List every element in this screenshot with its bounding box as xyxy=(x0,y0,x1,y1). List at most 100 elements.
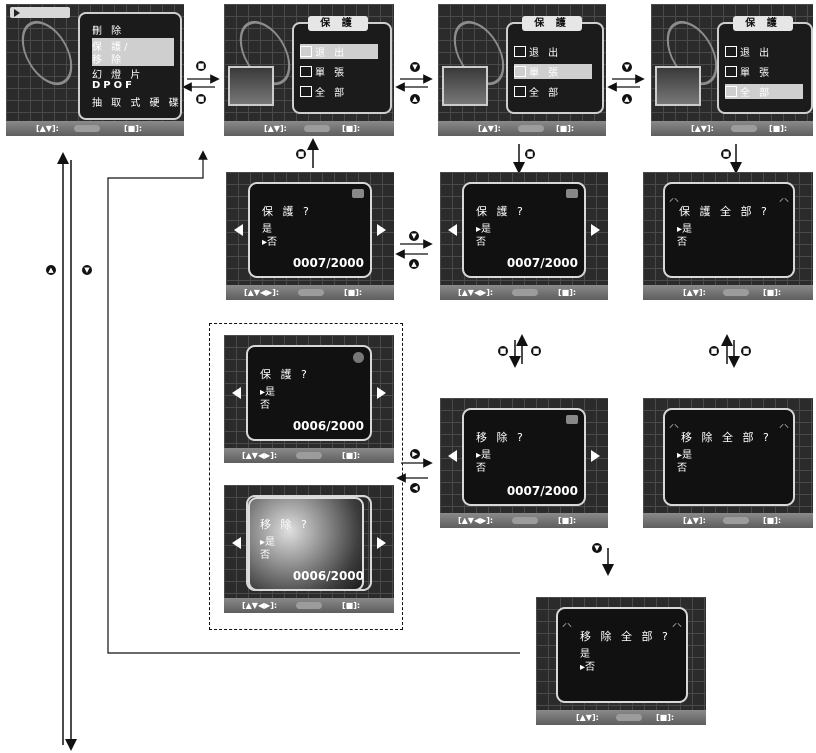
sparkle-icon: ⸝⸜ xyxy=(779,416,789,430)
bar-nav-label: [▲▼]: xyxy=(683,513,706,528)
protect-menu-single[interactable]: 單 張 xyxy=(514,64,592,79)
sparkle-icon: ⸝⸜ xyxy=(669,416,679,430)
remove-all-dialog: ⸝⸜ ⸝⸜ 移 除 全 部 ? ▸是 否 xyxy=(663,408,795,506)
dialog-title: 保 護 ? xyxy=(476,203,526,219)
previous-arrow-icon[interactable] xyxy=(232,387,241,399)
sparkle-icon: ⸝⸜ xyxy=(672,615,682,629)
option-no[interactable]: ▸否 xyxy=(262,233,277,248)
previous-arrow-icon[interactable] xyxy=(234,224,243,236)
option-no[interactable]: 否 xyxy=(476,233,486,248)
camera-icon xyxy=(566,189,578,198)
bar-indicator xyxy=(512,517,538,524)
photo-thumbnail xyxy=(228,66,274,106)
bar-ok-label: [■]: xyxy=(558,513,576,528)
protect-menu-all[interactable]: 全 部 xyxy=(300,84,347,99)
protect-menu-single[interactable]: 單 張 xyxy=(725,64,772,79)
left-button-icon: ◀ xyxy=(410,483,420,493)
main-menu-screen: 刪 除 保 護/ 移 除 幻 燈 片 DPOF 抽 取 式 硬 碟 [▲▼]: … xyxy=(6,4,184,136)
bar-indicator xyxy=(512,289,538,296)
bar-nav-label: [▲▼]: xyxy=(478,121,501,136)
dialog-title: 保 護 ? xyxy=(260,366,310,382)
protect-menu-all[interactable]: 全 部 xyxy=(725,84,803,99)
bar-ok-label: [■]: xyxy=(558,285,576,300)
photo-thumbnail xyxy=(655,66,701,106)
sparkle-icon: ⸝⸜ xyxy=(779,190,789,204)
all-icon xyxy=(725,86,737,97)
protect-menu-screen-exit: 保 護 退 出 單 張 全 部 [▲▼]:[■]: xyxy=(224,4,394,136)
option-no[interactable]: 否 xyxy=(677,459,687,474)
option-no[interactable]: 否 xyxy=(260,546,270,561)
image-counter: 0007/2000 xyxy=(293,256,364,270)
bar-nav-label: [▲▼]: xyxy=(683,285,706,300)
bar-ok-label: [■]: xyxy=(556,121,574,136)
bar-indicator xyxy=(731,125,757,132)
protect-menu-all[interactable]: 全 部 xyxy=(514,84,561,99)
exit-icon xyxy=(725,46,737,57)
protect-menu-screen-single: 保 護 退 出 單 張 全 部 [▲▼]: [■]: xyxy=(438,4,606,136)
protect-confirm-screen-no: 保 護 ? 是 ▸否 0007/2000 [▲▼◀▶]:[■]: xyxy=(226,172,394,300)
bar-ok-label: [■]: xyxy=(763,513,781,528)
menu-item-delete[interactable]: 刪 除 xyxy=(92,22,124,37)
up-button-icon: ▲ xyxy=(622,94,632,104)
control-bar: [▲▼]: [■]: xyxy=(438,121,606,136)
protect-still-screen: 保 護 ? ▸是 否 0006/2000 [▲▼◀▶]:[■]: xyxy=(224,335,394,463)
bar-ok-label: [■]: xyxy=(656,710,674,725)
protect-menu-title: 保 護 xyxy=(522,16,582,31)
up-button-icon: ▲ xyxy=(409,259,419,269)
bar-indicator xyxy=(296,452,322,459)
ok-button-icon: ■ xyxy=(741,346,751,356)
down-button-icon: ▼ xyxy=(409,231,419,241)
next-arrow-icon[interactable] xyxy=(377,387,386,399)
bar-nav-label: [▲▼◀▶]: xyxy=(242,448,277,463)
sparkle-icon: ⸝⸜ xyxy=(669,190,679,204)
option-no[interactable]: 否 xyxy=(260,396,270,411)
option-no[interactable]: 否 xyxy=(677,233,687,248)
ok-button-icon: ■ xyxy=(721,149,731,159)
control-bar: [▲▼◀▶]:[■]: xyxy=(224,598,394,613)
next-arrow-icon[interactable] xyxy=(591,450,600,462)
ok-button-icon: ■ xyxy=(196,61,206,71)
previous-arrow-icon[interactable] xyxy=(448,224,457,236)
option-no[interactable]: ▸否 xyxy=(580,658,595,673)
image-counter: 0007/2000 xyxy=(507,256,578,270)
remove-dialog: 移 除 ? ▸是 否 0006/2000 xyxy=(246,495,372,591)
next-arrow-icon[interactable] xyxy=(377,224,386,236)
menu-item-slideshow[interactable]: 幻 燈 片 xyxy=(92,66,143,81)
previous-arrow-icon[interactable] xyxy=(448,450,457,462)
menu-item-remove[interactable]: 移 除 xyxy=(92,51,174,66)
all-icon xyxy=(300,86,312,97)
protect-menu-exit[interactable]: 退 出 xyxy=(300,44,378,59)
single-icon xyxy=(725,66,737,77)
menu-item-dpof[interactable]: DPOF xyxy=(92,80,135,91)
protect-dialog: 保 護 ? ▸是 否 0007/2000 xyxy=(462,182,586,278)
bar-indicator xyxy=(74,125,100,132)
dialog-title: 移 除 全 部 ? xyxy=(580,628,671,644)
protect-menu-exit[interactable]: 退 出 xyxy=(514,44,561,59)
remove-dialog: 移 除 ? ▸是 否 0007/2000 xyxy=(462,408,586,506)
next-arrow-icon[interactable] xyxy=(591,224,600,236)
control-bar: [▲▼◀▶]:[■]: xyxy=(226,285,394,300)
image-counter: 0006/2000 xyxy=(293,569,364,583)
next-arrow-icon[interactable] xyxy=(377,537,386,549)
protect-menu-single[interactable]: 單 張 xyxy=(300,64,347,79)
menu-item-removable-disk[interactable]: 抽 取 式 硬 碟 xyxy=(92,94,182,109)
protect-menu-title: 保 護 xyxy=(733,16,793,31)
option-no[interactable]: 否 xyxy=(476,459,486,474)
bar-nav-label: [▲▼◀▶]: xyxy=(458,285,493,300)
dialog-title: 保 護 全 部 ? xyxy=(679,203,770,219)
camera-icon xyxy=(566,415,578,424)
previous-arrow-icon[interactable] xyxy=(232,537,241,549)
control-bar: [▲▼]:[■]: xyxy=(651,121,813,136)
still-camera-icon xyxy=(353,352,364,363)
bar-indicator xyxy=(723,517,749,524)
dialog-title: 移 除 ? xyxy=(260,516,310,532)
up-button-icon: ▲ xyxy=(46,265,56,275)
protect-all-confirm-screen: ⸝⸜ ⸝⸜ 保 護 全 部 ? ▸是 否 [▲▼]:[■]: xyxy=(643,172,813,300)
protect-dialog: 保 護 ? ▸是 否 0006/2000 xyxy=(246,345,372,441)
control-bar: [▲▼]:[■]: xyxy=(643,285,813,300)
protect-menu-screen-all: 保 護 退 出 單 張 全 部 [▲▼]:[■]: xyxy=(651,4,813,136)
dialog-title: 保 護 ? xyxy=(262,203,312,219)
protect-menu-exit[interactable]: 退 出 xyxy=(725,44,772,59)
photo-thumbnail xyxy=(442,66,488,106)
bar-indicator xyxy=(518,125,544,132)
